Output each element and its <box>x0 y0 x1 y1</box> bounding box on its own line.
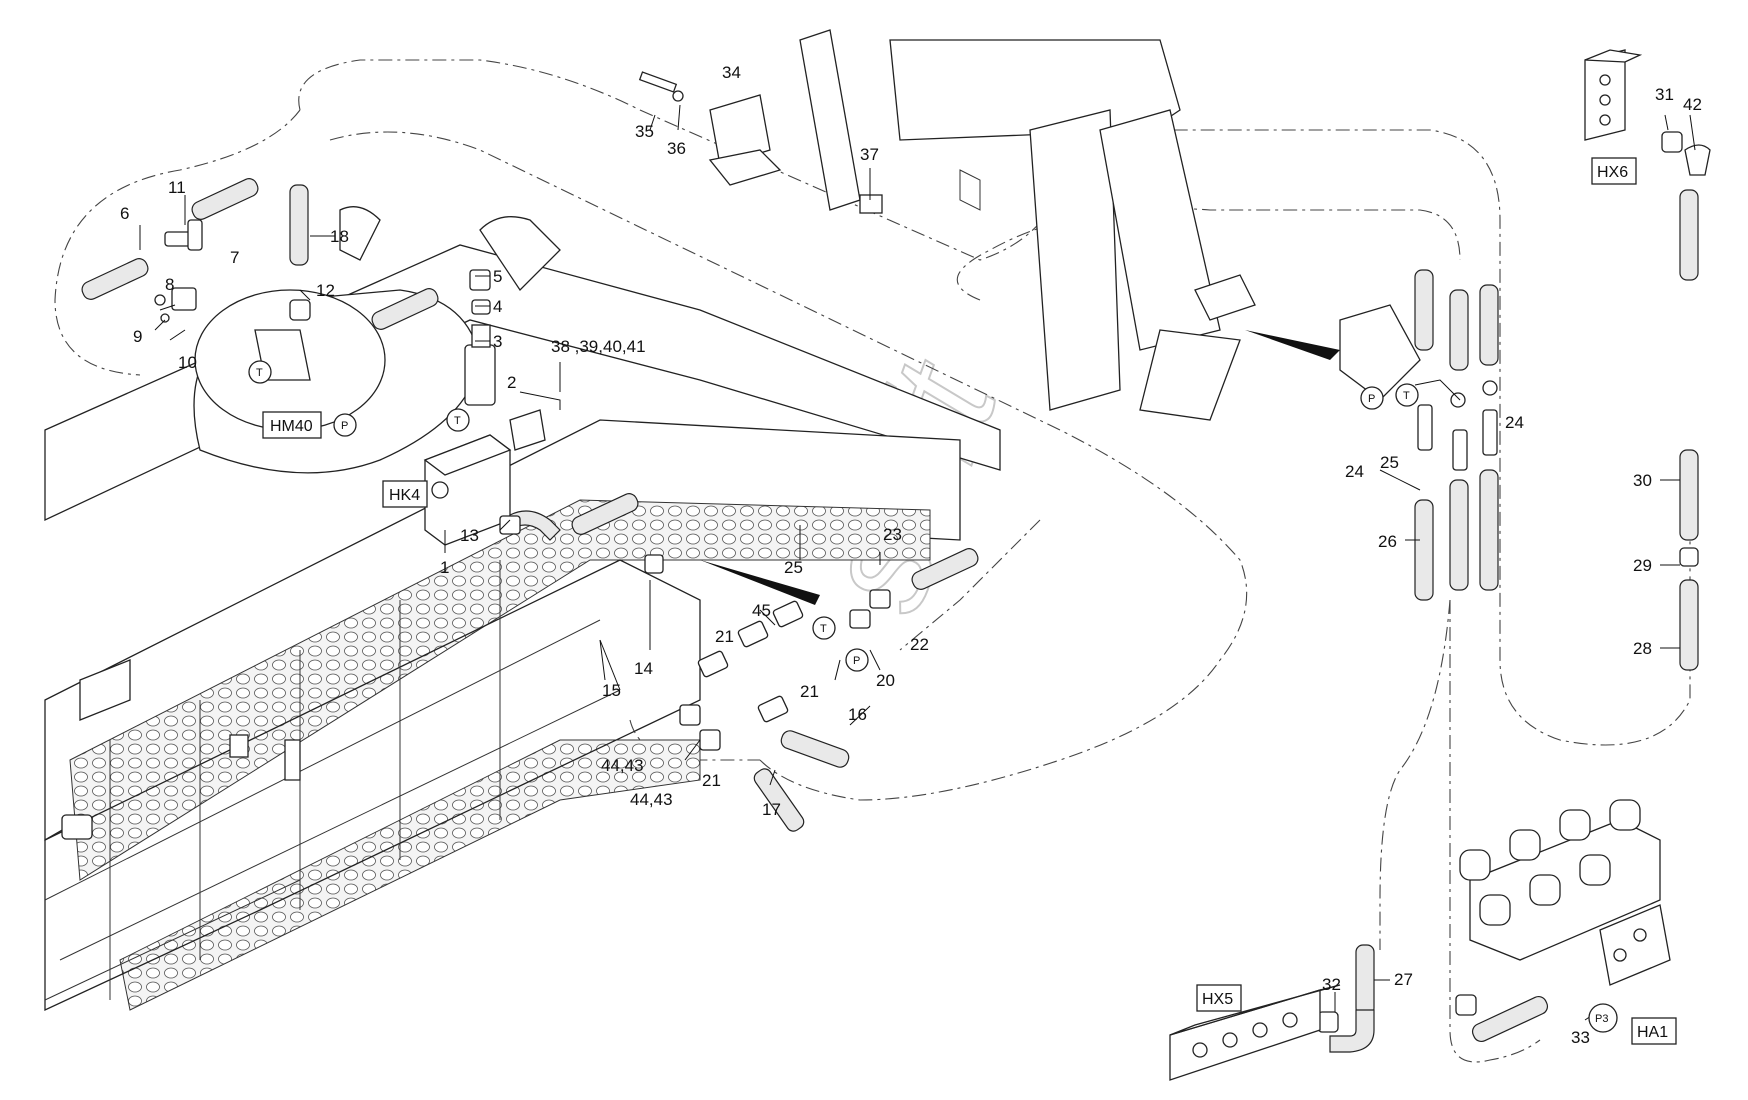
tag-hk4: HK4 <box>389 487 420 504</box>
manifold-hx6 <box>1584 49 1643 141</box>
port-p-label: P <box>341 420 348 432</box>
mounting-plate <box>700 274 1421 605</box>
callout-3: 3 <box>493 332 502 351</box>
callout-labels: 1 2 3 4 5 6 7 8 9 10 11 12 13 14 15 16 1… <box>120 63 1702 1047</box>
tag-hx6-box <box>1591 157 1637 185</box>
callout-9: 9 <box>133 327 142 346</box>
port-p-label-mid: P <box>853 655 860 667</box>
callout-25-mid: 25 <box>784 558 803 577</box>
callout-44-43-upper: 44,43 <box>601 756 644 775</box>
rotor-housing <box>193 206 561 474</box>
callout-45: 45 <box>752 601 771 620</box>
hoses <box>81 178 1699 1053</box>
callout-10: 10 <box>178 353 197 372</box>
callout-15: 15 <box>602 681 621 700</box>
bracket-assembly-34 <box>638 71 883 214</box>
callout-6: 6 <box>120 204 129 223</box>
callout-42: 42 <box>1683 95 1702 114</box>
port-p-marker <box>333 413 357 437</box>
callout-37: 37 <box>860 145 879 164</box>
callout-4: 4 <box>493 297 502 316</box>
callout-35: 35 <box>635 122 654 141</box>
callout-7: 7 <box>230 248 239 267</box>
callout-11: 11 <box>168 178 186 197</box>
valve-bank-ha1 <box>1459 799 1671 986</box>
valve-block-hk4 <box>423 269 546 546</box>
port-t-label: T <box>256 367 263 379</box>
callout-18: 18 <box>330 227 349 246</box>
callout-13: 13 <box>460 526 479 545</box>
callout-14: 14 <box>634 659 653 678</box>
tag-ha1: HA1 <box>1637 1024 1668 1041</box>
callout-33: 33 <box>1571 1028 1590 1047</box>
fittings <box>154 131 1711 1033</box>
callout-1: 1 <box>440 558 449 577</box>
port-p-marker-plate <box>1360 386 1384 410</box>
manifold-hx5 <box>1169 984 1341 1081</box>
callout-26: 26 <box>1378 532 1397 551</box>
port-t-marker-mid <box>812 616 836 640</box>
callout-24-left: 24 <box>1345 462 1364 481</box>
tag-ha1-box <box>1631 1017 1677 1045</box>
callout-21-bottom: 21 <box>702 771 721 790</box>
callout-20: 20 <box>876 671 895 690</box>
port-t-label-hk4: T <box>454 415 461 427</box>
tag-hm40-box <box>262 411 322 439</box>
port-t-marker-hk4 <box>446 408 470 432</box>
component-tags: HM40 HK4 HX6 HX5 HA1 <box>262 157 1677 1045</box>
callout-12: 12 <box>316 281 335 300</box>
callout-21-mid: 21 <box>800 682 819 701</box>
callout-44-43-lower: 44,43 <box>630 790 673 809</box>
tag-hk4-box <box>382 480 428 508</box>
callout-16: 16 <box>848 705 867 724</box>
callout-31: 31 <box>1655 85 1674 104</box>
port-p3-marker <box>1588 1003 1618 1033</box>
callout-24-right: 24 <box>1505 413 1524 432</box>
port-markers: T P T T P P T P3 <box>248 360 1618 1033</box>
callout-8: 8 <box>165 275 174 294</box>
callout-5: 5 <box>493 267 502 286</box>
callout-2: 2 <box>507 373 516 392</box>
callout-21-top: 21 <box>715 627 734 646</box>
callout-25-right: 25 <box>1380 453 1399 472</box>
port-p3-label: P3 <box>1595 1013 1608 1025</box>
port-t-marker-plate <box>1395 383 1419 407</box>
callout-29: 29 <box>1633 556 1652 575</box>
callout-30: 30 <box>1633 471 1652 490</box>
callout-36: 36 <box>667 139 686 158</box>
callout-23: 23 <box>883 525 902 544</box>
tag-hx5: HX5 <box>1202 991 1233 1008</box>
port-t-label-plate: T <box>1403 390 1410 402</box>
callout-28: 28 <box>1633 639 1652 658</box>
tag-hx6: HX6 <box>1597 164 1628 181</box>
port-t-label-mid: T <box>820 623 827 635</box>
mast-structure <box>799 29 1241 421</box>
tag-hx5-box <box>1196 984 1242 1012</box>
tag-hm40: HM40 <box>270 418 313 435</box>
callout-17: 17 <box>762 800 781 819</box>
callout-22: 22 <box>910 635 929 654</box>
callout-27: 27 <box>1394 970 1413 989</box>
port-p-label-plate: P <box>1368 393 1375 405</box>
callout-38-39-40-41: 38 ,39,40,41 <box>551 337 646 356</box>
port-t-marker <box>248 360 272 384</box>
port-p-marker-mid <box>845 648 869 672</box>
callout-32: 32 <box>1322 975 1341 994</box>
callout-34: 34 <box>722 63 741 82</box>
leader-lines <box>139 104 1696 1021</box>
